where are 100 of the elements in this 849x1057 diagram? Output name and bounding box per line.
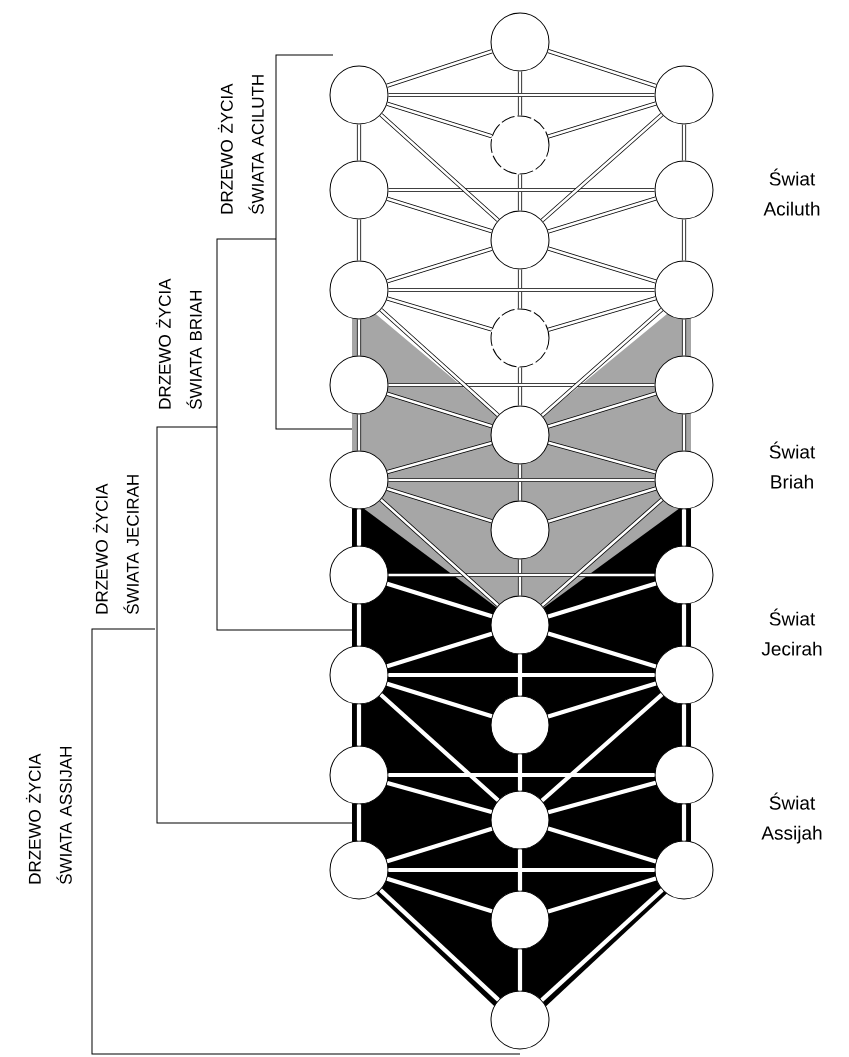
circle-node — [329, 745, 389, 805]
connector — [547, 440, 657, 475]
connector — [547, 391, 657, 429]
connector — [681, 219, 687, 261]
circle-node — [329, 260, 389, 320]
circle-node — [329, 545, 389, 605]
circle-node — [490, 500, 550, 560]
connector — [386, 876, 493, 914]
circle-node — [654, 65, 714, 125]
connector — [386, 49, 493, 88]
connector — [356, 124, 362, 161]
connector — [386, 631, 493, 669]
connector — [356, 509, 362, 546]
connector — [547, 486, 657, 524]
connector — [681, 604, 687, 646]
connector — [388, 477, 655, 483]
circle-node — [654, 745, 714, 805]
circle-node — [490, 308, 550, 368]
connector — [386, 780, 493, 815]
connector — [540, 497, 664, 608]
connector — [547, 246, 657, 284]
connector — [540, 692, 664, 803]
circle-node — [490, 115, 550, 175]
connector — [386, 196, 493, 234]
connector — [547, 681, 657, 719]
connector — [547, 101, 657, 139]
connector — [547, 49, 657, 88]
circle-node — [654, 355, 714, 415]
circle-node — [329, 65, 389, 125]
connector — [681, 414, 687, 451]
circle-node — [490, 210, 550, 270]
connector — [681, 319, 687, 356]
connector — [547, 780, 657, 815]
connector — [547, 196, 657, 234]
connector — [386, 246, 493, 284]
connector — [386, 391, 493, 429]
world-label: Świat Briah — [769, 441, 816, 489]
connector — [379, 693, 500, 802]
connector — [356, 604, 362, 646]
connector — [356, 704, 362, 746]
circle-node — [654, 260, 714, 320]
circle-node — [490, 990, 550, 1050]
connector — [388, 572, 655, 578]
circle-node — [654, 840, 714, 900]
world-label: Świat Jecirah — [761, 608, 822, 656]
tree-label: DRZEWO ŻYCIA ŚWIATA ACILUTH — [217, 75, 264, 215]
connector — [517, 367, 523, 406]
connector — [517, 849, 523, 891]
connector — [517, 269, 523, 309]
connector — [388, 92, 655, 98]
circle-node — [654, 645, 714, 705]
connector — [386, 826, 493, 864]
connector — [517, 559, 523, 596]
connector — [517, 71, 523, 116]
connector — [388, 772, 655, 778]
connector — [386, 681, 493, 719]
circle-node — [329, 645, 389, 705]
connector — [540, 307, 664, 418]
connector — [386, 581, 493, 619]
connector — [517, 754, 523, 791]
world-label: Świat Assijah — [761, 792, 822, 844]
connector — [379, 308, 500, 417]
connector — [540, 112, 664, 223]
connector — [356, 414, 362, 451]
connector — [386, 101, 493, 139]
connector — [517, 174, 523, 211]
circle-node — [329, 840, 389, 900]
circle-node — [329, 450, 389, 510]
circle-node — [490, 790, 550, 850]
circle-node — [654, 545, 714, 605]
connector — [540, 888, 664, 1002]
connector — [517, 949, 523, 991]
tree-label: DRZEWO ŻYCIA ŚWIATA BRIAH — [155, 278, 202, 410]
tree-label: DRZEWO ŻYCIA ŚWIATA ASSIJAH — [25, 747, 72, 885]
circle-node — [490, 890, 550, 950]
connector — [517, 464, 523, 501]
circle-node — [490, 595, 550, 655]
connector — [547, 826, 657, 864]
connector — [388, 187, 655, 193]
connector — [386, 440, 493, 475]
connector — [681, 704, 687, 746]
circle-node — [654, 160, 714, 220]
connector — [356, 219, 362, 261]
connector — [386, 296, 493, 332]
connector — [681, 509, 687, 546]
connector — [388, 382, 655, 388]
connector — [356, 804, 362, 841]
connector — [386, 486, 493, 524]
connector — [547, 631, 657, 669]
connector — [681, 804, 687, 841]
circle-node — [490, 405, 550, 465]
connector — [379, 113, 500, 222]
connector — [388, 672, 655, 678]
tree-label: DRZEWO ŻYCIA ŚWIATA JECIRAH — [92, 475, 139, 615]
connector — [379, 888, 500, 1002]
connector — [379, 498, 500, 607]
connector — [547, 296, 657, 332]
connector — [388, 287, 655, 293]
connector — [356, 319, 362, 356]
circle-node — [329, 355, 389, 415]
